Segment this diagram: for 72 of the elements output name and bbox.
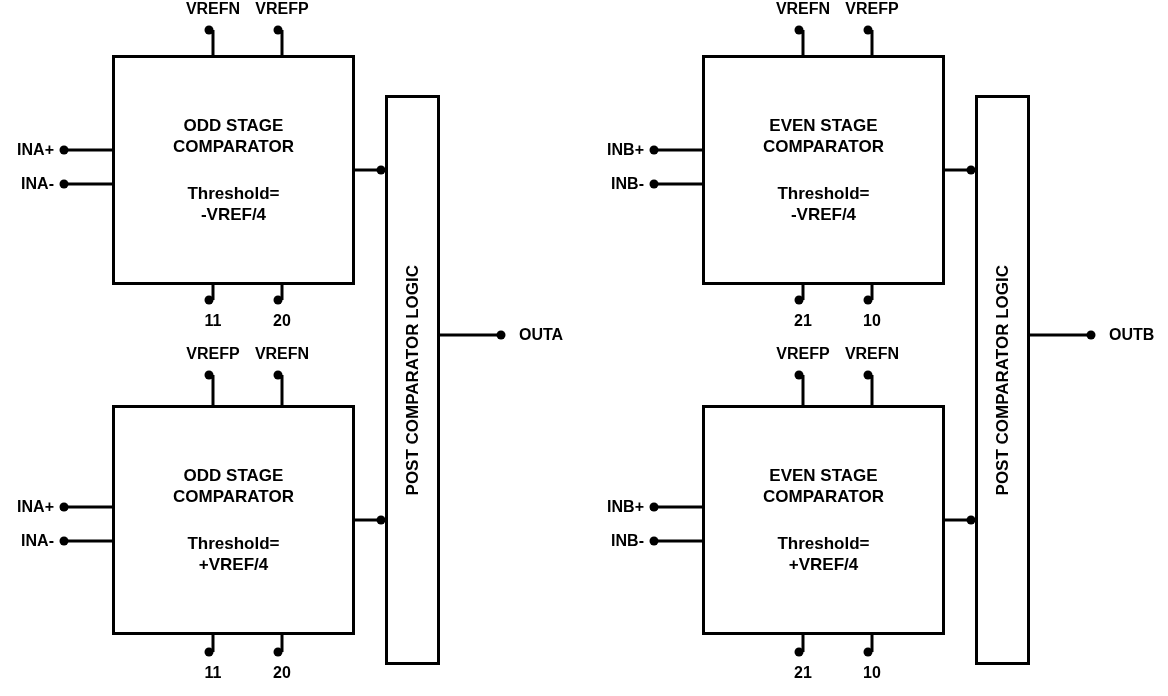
wire — [355, 515, 386, 525]
pin-label: VREFP — [837, 0, 907, 30]
threshold-text: Threshold= +VREF/4 — [187, 533, 280, 575]
pin-label: 20 — [257, 300, 307, 330]
threshold-text: Threshold= -VREF/4 — [187, 183, 280, 225]
wire — [863, 635, 874, 657]
threshold-text: Threshold= +VREF/4 — [777, 533, 870, 575]
wire — [863, 25, 874, 55]
wire — [204, 25, 215, 55]
pin-label: 10 — [847, 652, 897, 682]
wire — [649, 179, 702, 189]
wire — [945, 515, 976, 525]
pin-label: 11 — [188, 652, 238, 682]
wire — [59, 145, 112, 155]
logic-name: POST COMPARATOR LOGIC — [402, 264, 423, 496]
wire — [649, 502, 702, 512]
wire — [273, 25, 284, 55]
wire — [273, 285, 284, 305]
pin-label: VREFN — [837, 345, 907, 375]
wire — [355, 165, 386, 175]
wire — [649, 536, 702, 546]
comparator-name: ODD STAGE COMPARATOR — [172, 115, 295, 157]
wire — [273, 635, 284, 657]
pin-label: INA+ — [0, 495, 68, 519]
wire — [59, 536, 112, 546]
comparator-box — [112, 405, 355, 635]
wire — [945, 165, 976, 175]
wire — [204, 370, 215, 405]
wire — [59, 502, 112, 512]
pin-label: OUTA — [505, 323, 575, 347]
logic-box — [385, 95, 440, 665]
wire — [863, 370, 874, 405]
wire — [273, 370, 284, 405]
pin-label: INA+ — [0, 138, 68, 162]
wire — [649, 145, 702, 155]
pin-label: INB- — [590, 529, 658, 553]
wire — [440, 330, 506, 340]
comparator-name: EVEN STAGE COMPARATOR — [762, 465, 885, 507]
pin-label: VREFP — [768, 345, 838, 375]
pin-label: VREFP — [247, 0, 317, 30]
logic-box — [975, 95, 1030, 665]
pin-label: INA- — [0, 529, 68, 553]
wire — [794, 370, 805, 405]
pin-label: 10 — [847, 300, 897, 330]
wire — [863, 285, 874, 305]
wire — [794, 285, 805, 305]
pin-label: 21 — [778, 652, 828, 682]
pin-label: 11 — [188, 300, 238, 330]
pin-label: VREFP — [178, 345, 248, 375]
logic-name: POST COMPARATOR LOGIC — [992, 264, 1013, 496]
pin-label: INB+ — [590, 138, 658, 162]
comparator-name: ODD STAGE COMPARATOR — [172, 465, 295, 507]
comparator-box — [112, 55, 355, 285]
pin-label: INB- — [590, 172, 658, 196]
wire — [794, 635, 805, 657]
pin-label: 20 — [257, 652, 307, 682]
pin-label: VREFN — [768, 0, 838, 30]
wire — [204, 285, 215, 305]
pin-label: INB+ — [590, 495, 658, 519]
pin-label: 21 — [778, 300, 828, 330]
comparator-name: EVEN STAGE COMPARATOR — [762, 115, 885, 157]
pin-label: OUTB — [1095, 323, 1165, 347]
comparator-box — [702, 405, 945, 635]
pin-label: VREFN — [178, 0, 248, 30]
pin-label: INA- — [0, 172, 68, 196]
wire — [794, 25, 805, 55]
wire — [204, 635, 215, 657]
comparator-box — [702, 55, 945, 285]
wire — [1030, 330, 1096, 340]
threshold-text: Threshold= -VREF/4 — [777, 183, 870, 225]
pin-label: VREFN — [247, 345, 317, 375]
wire — [59, 179, 112, 189]
